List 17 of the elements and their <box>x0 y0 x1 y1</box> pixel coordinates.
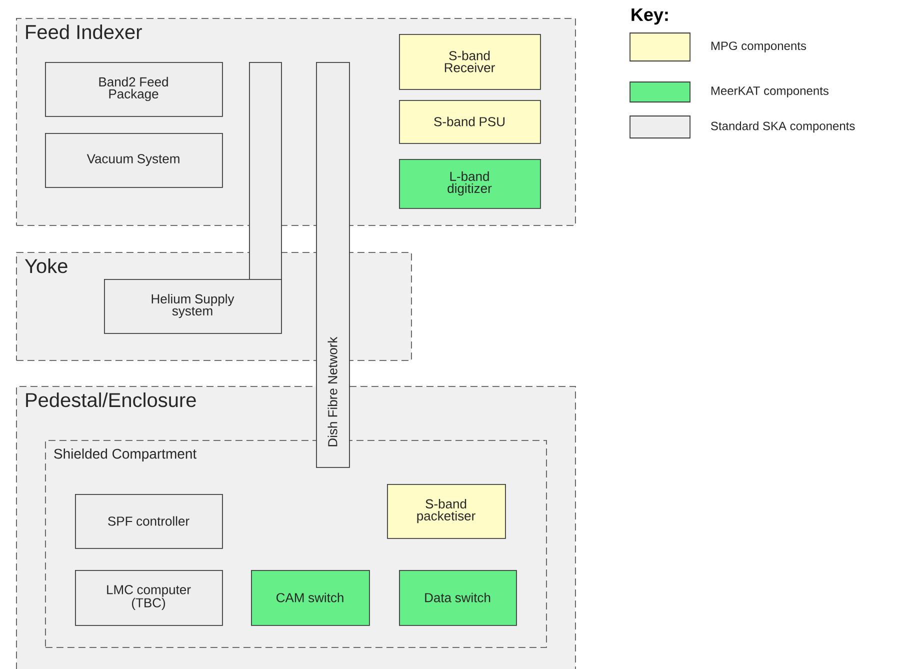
component-box: S-band packetiser <box>387 484 506 539</box>
component-box: Band2 Feed Package <box>45 62 223 117</box>
component-box: LMC computer (TBC) <box>75 570 223 626</box>
component-box: L-band digitizer <box>399 159 541 209</box>
component-box: Vacuum System <box>45 133 223 188</box>
component-box: Data switch <box>399 570 517 626</box>
component-box: S-band Receiver <box>399 34 541 90</box>
component-box: S-band PSU <box>399 100 541 144</box>
legend-label: MPG components <box>711 42 806 52</box>
network-bar: Dish Fibre Network <box>316 62 350 468</box>
component-box: CAM switch <box>251 570 370 626</box>
pipe-bar <box>249 62 282 280</box>
legend-label: Standard SKA components <box>711 121 855 133</box>
legend-label: MeerKAT components <box>711 86 828 98</box>
component-box: Helium Supply system <box>104 279 282 334</box>
component-box: SPF controller <box>75 494 223 549</box>
legend-title: Key: <box>632 8 668 25</box>
